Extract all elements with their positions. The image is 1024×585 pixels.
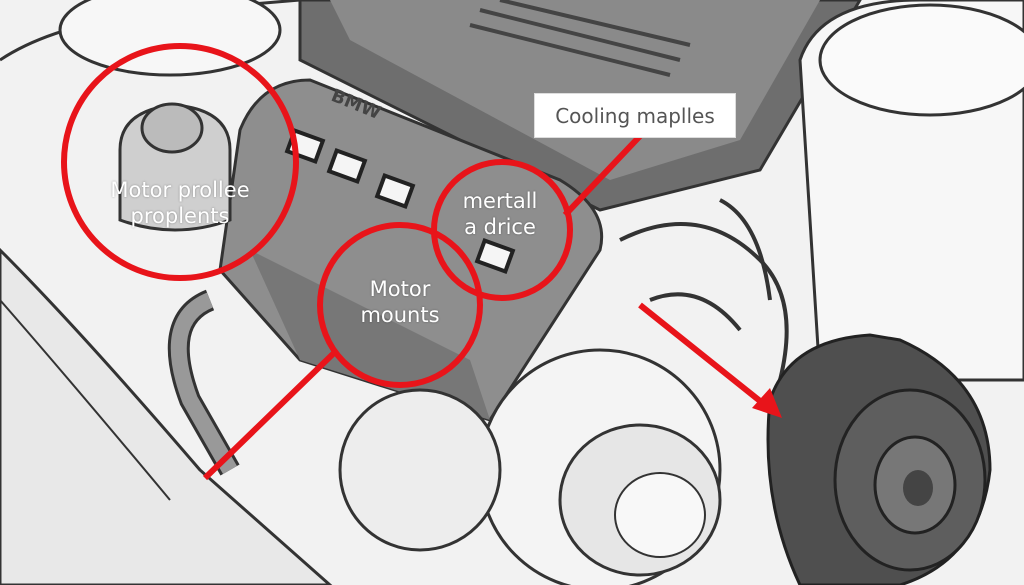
- annotation-circle-mounts: [317, 222, 483, 388]
- annotation-line-cooling: [562, 133, 643, 218]
- label-line: a drice: [464, 215, 536, 239]
- label-line: Motor: [369, 277, 431, 301]
- label-mertall: mertall a drice: [430, 188, 570, 240]
- label-reservoir: Motor prollee proplents: [85, 177, 275, 229]
- label-line: Motor prollee: [110, 178, 250, 202]
- callout-cooling: Cooling maplles: [534, 93, 736, 138]
- label-line: mertall: [462, 189, 538, 213]
- annotation-circle-reservoir: [61, 43, 299, 281]
- annotation-line-mounts: [202, 349, 338, 481]
- annotation-marks: [61, 43, 767, 481]
- label-line: proplents: [130, 204, 230, 228]
- label-line: mounts: [360, 303, 440, 327]
- arrow-head-icon: [752, 388, 782, 418]
- label-motor-mounts: Motor mounts: [340, 276, 460, 328]
- annotation-arrow-line: [638, 302, 767, 408]
